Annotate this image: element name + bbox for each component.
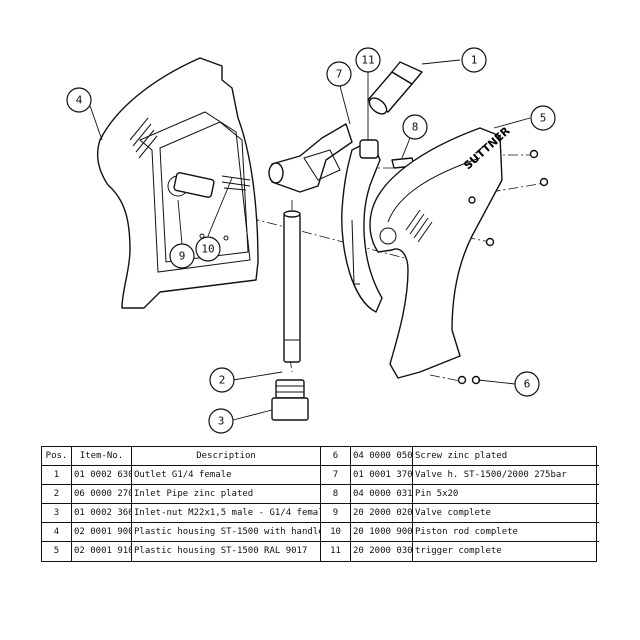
housing-with-handle-part xyxy=(96,57,259,309)
row-pos: 4 xyxy=(42,523,72,542)
callout-8: 8 xyxy=(402,114,428,140)
row-pos: 7 xyxy=(321,466,351,485)
callout-7: 7 xyxy=(326,61,352,87)
parts-table: Pos. Item-No. Description 1 01 0002 630 … xyxy=(41,446,599,562)
svg-text:8: 8 xyxy=(412,121,419,134)
svg-text:1: 1 xyxy=(471,54,478,67)
row-desc: Piston rod complete xyxy=(413,523,599,542)
row-desc: Outlet G1/4 female xyxy=(132,466,320,485)
row-item: 04 0000 031 xyxy=(351,485,413,504)
row-pos: 11 xyxy=(321,542,351,561)
row-item: 20 1000 900 xyxy=(351,523,413,542)
outlet-part xyxy=(367,61,423,115)
row-item: 04 0000 050 xyxy=(351,447,413,466)
row-pos: 2 xyxy=(42,485,72,504)
exploded-view-diagram: SUTTNER 1 2 xyxy=(66,47,556,434)
row-desc: trigger complete xyxy=(415,546,502,556)
svg-text:7: 7 xyxy=(336,68,343,81)
row-item: 02 0001 900 xyxy=(72,523,132,542)
header-desc: Description xyxy=(132,447,320,466)
row-pos: 9 xyxy=(321,504,351,523)
callout-5: 5 xyxy=(530,105,556,131)
callout-3: 3 xyxy=(208,408,234,434)
housing-part: SUTTNER xyxy=(369,124,513,379)
svg-text:6: 6 xyxy=(524,378,531,391)
svg-text:3: 3 xyxy=(218,415,225,428)
row-desc: Valve complete xyxy=(413,504,599,523)
row-pos: 8 xyxy=(321,485,351,504)
callout-9: 9 xyxy=(169,243,195,269)
row-pos: 10 xyxy=(321,523,351,542)
screws-part xyxy=(457,149,549,385)
header-pos: Pos. xyxy=(42,447,72,466)
row-item: 01 0001 370 xyxy=(351,466,413,485)
row-desc: Pin 5x20 xyxy=(413,485,599,504)
svg-text:2: 2 xyxy=(219,374,226,387)
leader-lines xyxy=(87,59,531,421)
row-pos: 1 xyxy=(42,466,72,485)
parts-table-left: Pos. Item-No. Description 1 01 0002 630 … xyxy=(42,447,320,561)
callout-11: 11 xyxy=(355,47,381,73)
row-item: 20 2000 020 xyxy=(351,504,413,523)
row-desc: Plastic housing ST-1500 RAL 9017 xyxy=(134,546,308,556)
header-item: Item-No. xyxy=(72,447,132,466)
valve-housing-part xyxy=(268,123,353,193)
svg-text:11: 11 xyxy=(361,54,374,67)
callout-10: 10 xyxy=(195,236,221,262)
trigger-part xyxy=(341,139,383,313)
svg-text:5: 5 xyxy=(540,112,547,125)
callout-6: 6 xyxy=(514,371,540,397)
row-desc: Inlet-nut M22x1,5 male - G1/4 female xyxy=(132,504,320,523)
inlet-pipe-part xyxy=(283,210,301,363)
svg-text:9: 9 xyxy=(179,250,186,263)
row-desc: Inlet Pipe zinc plated xyxy=(132,485,320,504)
row-item: 02 0001 910 xyxy=(72,542,132,561)
svg-text:10: 10 xyxy=(201,243,214,256)
row-desc: Valve h. ST-1500/2000 275bar xyxy=(413,466,599,485)
row-item: 01 0002 360 xyxy=(72,504,132,523)
callout-2: 2 xyxy=(209,367,235,393)
row-pos: 6 xyxy=(321,447,351,466)
inlet-nut-part xyxy=(271,379,309,421)
row-item: 06 0000 270 xyxy=(72,485,132,504)
callout-4: 4 xyxy=(66,87,92,113)
row-item: 20 2000 030 xyxy=(351,542,413,561)
row-pos: 5 xyxy=(42,542,72,561)
callout-1: 1 xyxy=(461,47,487,73)
row-desc: Screw zinc plated xyxy=(413,447,599,466)
row-pos: 3 xyxy=(42,504,72,523)
svg-text:4: 4 xyxy=(76,94,83,107)
row-desc: Plastic housing ST-1500 with handle RAL … xyxy=(132,523,320,542)
parts-table-right: 6 04 0000 050 Screw zinc plated 7 01 000… xyxy=(320,447,599,561)
row-item: 01 0002 630 xyxy=(72,466,132,485)
